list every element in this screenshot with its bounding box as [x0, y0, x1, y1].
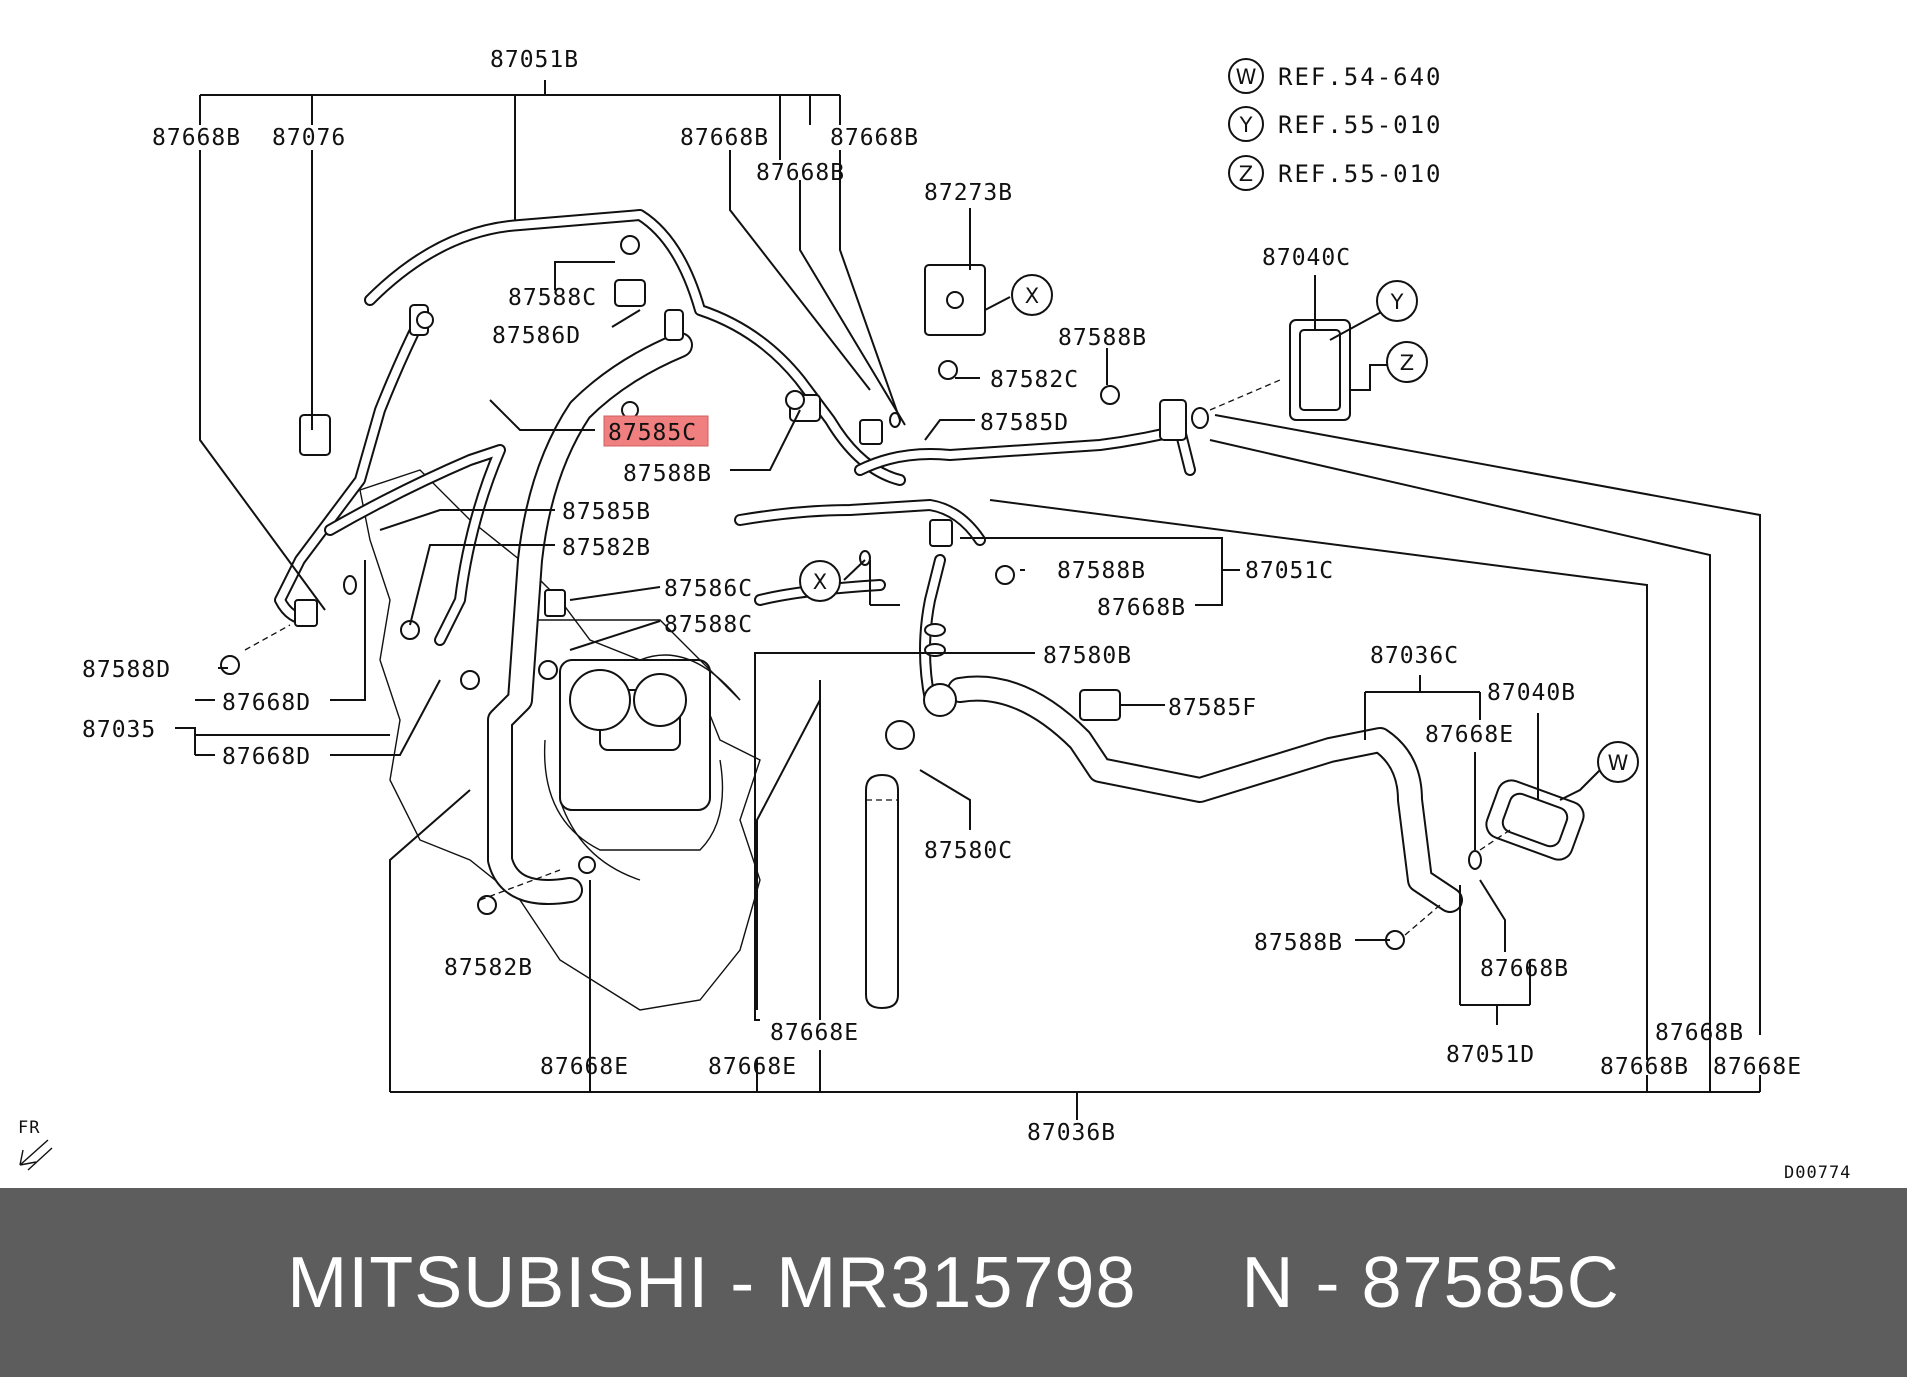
- label-87051D: 87051D: [1446, 1042, 1535, 1068]
- label-87585B: 87585B: [562, 499, 651, 525]
- label-87582C: 87582C: [990, 367, 1079, 393]
- fittings-drawing: [220, 235, 1585, 950]
- label-87580B: 87580B: [1043, 643, 1132, 669]
- engine-block-drawing: [359, 469, 761, 1011]
- label-87668B: 87668B: [830, 125, 919, 151]
- label-87586C: 87586C: [664, 576, 753, 602]
- label-87668E: 87668E: [1713, 1054, 1802, 1080]
- label-87588C: 87588C: [508, 285, 597, 311]
- label-87076: 87076: [272, 125, 346, 151]
- ref-letter: Y: [1239, 113, 1253, 137]
- label-87588B: 87588B: [623, 461, 712, 487]
- label-87668B: 87668B: [756, 160, 845, 186]
- part-labels: 87051B 87668B 87076 87668B 87668B 87668B…: [82, 47, 1802, 1146]
- fr-label: FR: [18, 1118, 40, 1138]
- bolt-icon: [220, 235, 1405, 950]
- callout-y: Y: [1390, 290, 1404, 314]
- callout-x: X: [1025, 284, 1039, 308]
- label-87668D: 87668D: [222, 744, 311, 770]
- label-87668B: 87668B: [1480, 956, 1569, 982]
- label-87585D: 87585D: [980, 410, 1069, 436]
- receiver-drier-drawing: [865, 773, 899, 1010]
- label-87588B: 87588B: [1058, 325, 1147, 351]
- parts-diagram: 87051B 87668B 87076 87668B 87668B 87668B…: [18, 47, 1851, 1183]
- diagram-drawing: 87051B 87668B 87076 87668B 87668B 87668B…: [18, 47, 1851, 1183]
- label-87585F: 87585F: [1168, 695, 1257, 721]
- label-87668E: 87668E: [708, 1054, 797, 1080]
- ref-letter: Z: [1239, 162, 1253, 186]
- label-87580C: 87580C: [924, 838, 1013, 864]
- callout-z: Z: [1400, 351, 1414, 375]
- label-87668E: 87668E: [1425, 722, 1514, 748]
- label-87586D: 87586D: [492, 323, 581, 349]
- label-87582B: 87582B: [562, 535, 651, 561]
- o-ring-icon: [343, 407, 1482, 874]
- label-87036C: 87036C: [1370, 643, 1459, 669]
- label-87588D: 87588D: [82, 657, 171, 683]
- label-87582B: 87582B: [444, 955, 533, 981]
- label-87040C: 87040C: [1262, 245, 1351, 271]
- ref-text: REF.55-010: [1278, 160, 1443, 188]
- label-87668B: 87668B: [1097, 595, 1186, 621]
- label-87273B: 87273B: [924, 180, 1013, 206]
- label-87668B: 87668B: [680, 125, 769, 151]
- label-87588C: 87588C: [664, 612, 753, 638]
- label-87668B: 87668B: [152, 125, 241, 151]
- label-87051C: 87051C: [1245, 558, 1334, 584]
- label-87588B: 87588B: [1254, 930, 1343, 956]
- highlight-box: [603, 415, 709, 447]
- ref-letter: W: [1236, 65, 1257, 89]
- callout-x: X: [813, 570, 827, 594]
- label-87668E: 87668E: [540, 1054, 629, 1080]
- label-87040B: 87040B: [1487, 680, 1576, 706]
- leader-lines: [175, 80, 1761, 1120]
- label-87588B: 87588B: [1057, 558, 1146, 584]
- ref-legend: W REF.54-640 Y REF.55-010 Z REF.55-010: [1228, 58, 1443, 191]
- callout-circles: X X Y Z W: [799, 274, 1639, 783]
- front-direction-indicator: FR: [18, 1118, 53, 1171]
- label-87036B: 87036B: [1027, 1120, 1116, 1146]
- diagram-code: D00774: [1784, 1163, 1851, 1183]
- callout-w: W: [1608, 751, 1629, 775]
- label-87668D: 87668D: [222, 690, 311, 716]
- footer-banner: MITSUBISHI - MR315798 N - 87585C: [0, 1188, 1907, 1377]
- label-87668B: 87668B: [1600, 1054, 1689, 1080]
- label-87585C-highlighted: 87585C: [608, 420, 697, 446]
- label-87035: 87035: [82, 717, 156, 743]
- label-87668E: 87668E: [770, 1020, 859, 1046]
- front-arrow-icon: [19, 1139, 53, 1171]
- label-87051B: 87051B: [490, 47, 579, 73]
- footer-part-number: MITSUBISHI - MR315798 N - 87585C: [287, 1242, 1620, 1323]
- ref-text: REF.55-010: [1278, 111, 1443, 139]
- label-87668B: 87668B: [1655, 1020, 1744, 1046]
- ref-text: REF.54-640: [1278, 63, 1443, 91]
- hose-assembly-drawing: [274, 209, 1463, 913]
